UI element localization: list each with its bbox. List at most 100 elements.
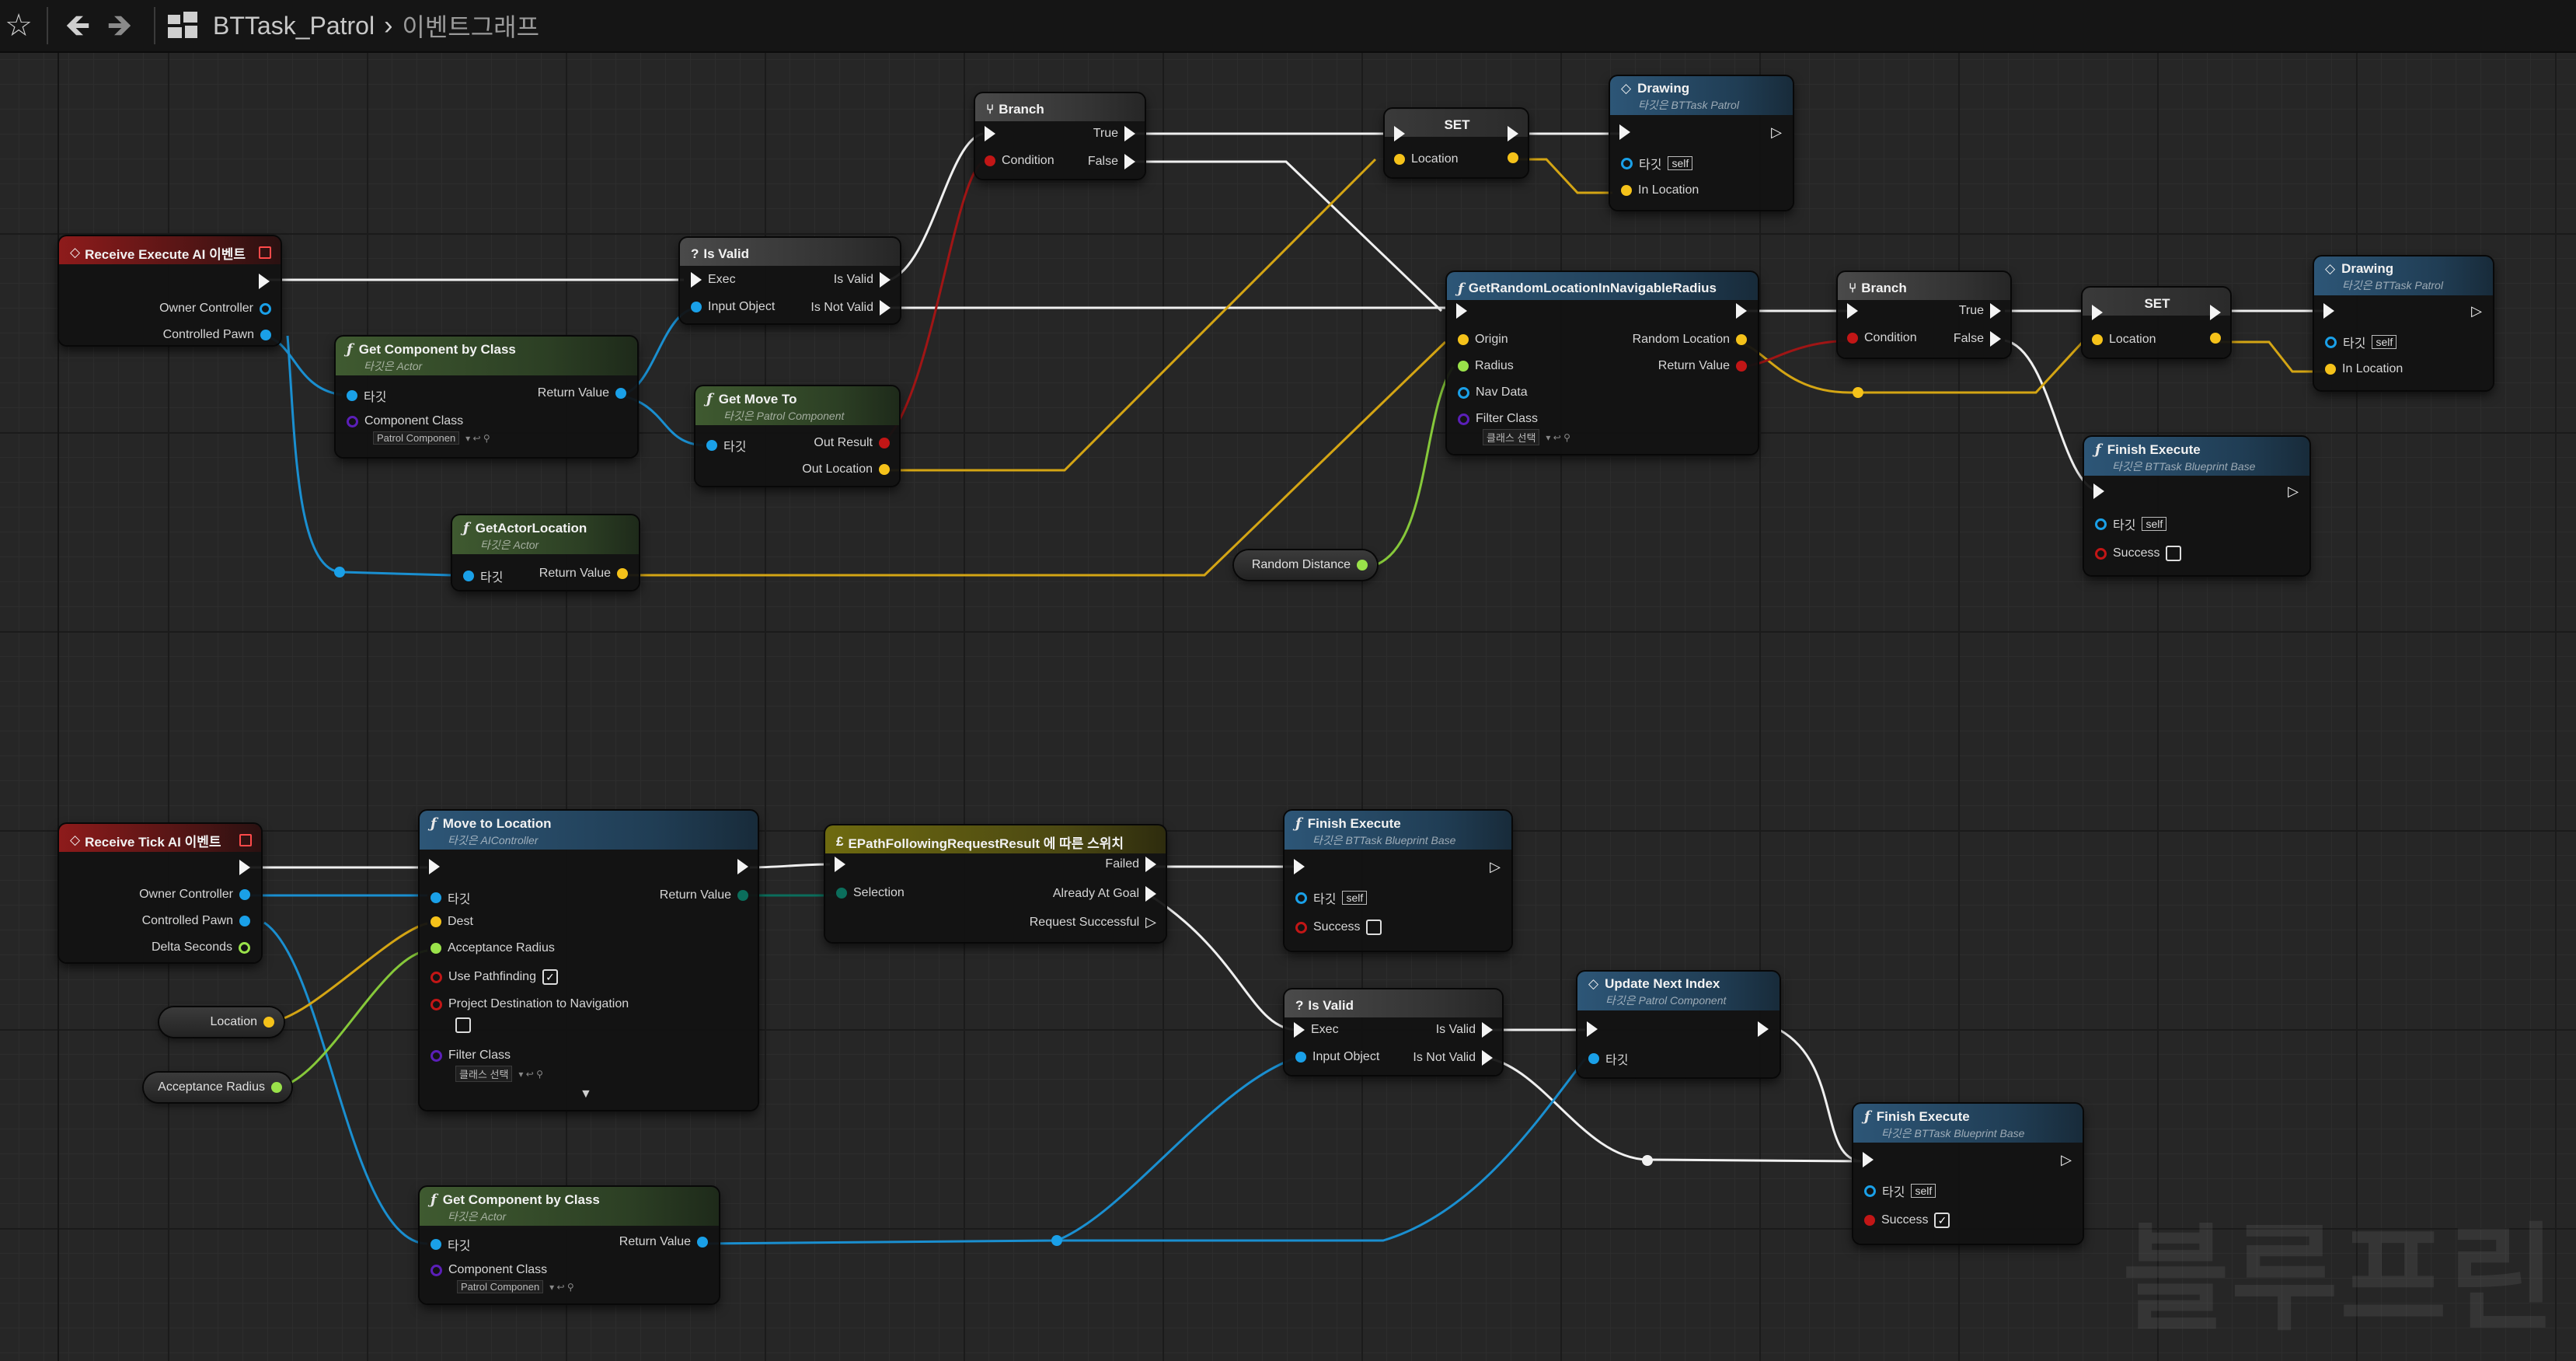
target-pin[interactable]: 타깃 [1588,1049,1628,1068]
get-random-location-node[interactable]: ƒ GetRandomLocationInNavigableRadius Ori… [1447,272,1758,454]
true-out-pin[interactable]: True [1959,303,2001,319]
switch-on-path-result-node[interactable]: £ EPathFollowingRequestResult 에 따른 스위치 F… [825,825,1166,942]
use-pathfinding-pin[interactable]: Use Pathfinding✓ [430,969,558,985]
exec-in-pin[interactable] [1619,124,1630,140]
exec-in-pin[interactable] [2093,483,2104,499]
exec-in-pin[interactable] [985,126,995,141]
star-icon[interactable]: ☆ [5,9,33,43]
success-checkbox[interactable] [1366,920,1382,935]
success-pin[interactable]: Success [1295,920,1382,935]
acceptance-radius-variable[interactable]: Acceptance Radius [144,1073,291,1102]
out-result-pin[interactable]: Out Result [814,436,890,450]
input-object-pin[interactable]: Input Object [1295,1050,1379,1064]
reroute-node[interactable] [1642,1155,1653,1166]
return-value-pin[interactable]: Return Value [539,567,628,581]
project-destination-pin[interactable]: Project Destination to Navigation [430,997,629,1011]
exec-out-pin[interactable] [2210,305,2221,320]
already-at-goal-out-pin[interactable]: Already At Goal [1053,886,1156,902]
float-pin[interactable] [1357,560,1368,571]
location-out-pin[interactable] [1508,152,1518,163]
reroute-node[interactable] [1051,1235,1062,1246]
target-pin[interactable]: 타깃 [706,436,746,455]
true-out-pin[interactable]: True [1093,126,1135,141]
controlled-pawn-pin[interactable]: Controlled Pawn [142,914,250,928]
false-out-pin[interactable]: False [1088,154,1135,169]
random-distance-variable[interactable]: Random Distance [1234,550,1377,580]
return-value-pin[interactable]: Return Value [538,386,626,400]
is-valid-node[interactable]: ? Is Valid Exec Is Valid Input Object Is… [1285,989,1502,1075]
target-pin[interactable]: 타깃 [430,1235,470,1254]
exec-out-pin[interactable]: ▷ [2471,303,2482,319]
exec-in-pin[interactable]: Exec [1294,1022,1339,1038]
graph-canvas[interactable] [0,53,2576,1361]
target-pin[interactable]: 타깃 [463,567,503,585]
branch-node[interactable]: ⑂ Branch True Condition False [1838,272,2010,358]
is-not-valid-out-pin[interactable]: Is Not Valid [810,300,891,316]
exec-in-pin[interactable] [1294,859,1305,874]
exec-in-pin[interactable] [835,857,845,872]
success-pin[interactable]: Success [2095,546,2182,561]
in-location-pin[interactable]: In Location [1621,183,1699,197]
exec-in-pin[interactable] [1847,303,1858,319]
reroute-node[interactable] [1853,387,1863,398]
radius-pin[interactable]: Radius [1458,359,1514,373]
exec-in-pin[interactable] [1394,126,1405,141]
return-value-pin[interactable]: Return Value [660,888,748,902]
request-successful-out-pin[interactable]: Request Successful▷ [1030,914,1156,930]
random-location-pin[interactable]: Random Location [1633,333,1747,347]
acceptance-radius-pin[interactable]: Acceptance Radius [430,941,555,955]
target-pin[interactable]: 타깃 [430,888,470,907]
is-not-valid-out-pin[interactable]: Is Not Valid [1413,1050,1493,1066]
breadcrumb-asset[interactable]: BTTask_Patrol [213,11,375,40]
exec-in-pin[interactable] [2323,303,2334,319]
exec-in-pin[interactable] [1456,303,1467,319]
success-checkbox[interactable] [2166,546,2182,561]
project-destination-checkbox[interactable] [455,1017,471,1033]
receive-tick-ai-node[interactable]: ◇ Receive Tick AI 이벤트 Owner Controller C… [59,824,261,962]
owner-controller-pin[interactable]: Owner Controller [139,888,250,902]
false-out-pin[interactable]: False [1954,331,2001,347]
exec-out-pin[interactable]: ▷ [1771,124,1782,141]
filter-class-dropdown[interactable]: 클래스 선택▾ ↩ ⚲ [455,1066,543,1082]
return-value-pin[interactable]: Return Value [619,1235,708,1249]
filter-class-dropdown[interactable]: 클래스 선택▾ ↩ ⚲ [1483,429,1570,445]
set-location-node[interactable]: SET Location [1385,109,1528,177]
exec-in-pin[interactable] [1587,1021,1598,1037]
input-object-pin[interactable]: Input Object [691,300,775,314]
location-out-pin[interactable] [2210,333,2221,344]
exec-out-pin[interactable] [239,860,250,875]
exec-out-pin[interactable] [1508,126,1518,141]
filter-class-pin[interactable]: Filter Class [1458,412,1538,426]
success-pin[interactable]: Success✓ [1864,1213,1950,1228]
return-value-pin[interactable]: Return Value [1658,359,1747,373]
failed-out-pin[interactable]: Failed [1105,857,1156,872]
delta-seconds-pin[interactable]: Delta Seconds [152,940,250,954]
back-arrow-icon[interactable]: 🡸 [64,9,91,43]
nav-data-pin[interactable]: Nav Data [1458,386,1528,400]
expand-advanced-icon[interactable]: ▼ [580,1087,592,1101]
controlled-pawn-pin[interactable]: Controlled Pawn [163,328,271,342]
exec-out-pin[interactable]: ▷ [1490,859,1501,875]
component-class-pin[interactable]: Component Class [430,1263,547,1277]
exec-in-pin[interactable]: Exec [691,272,736,288]
component-class-dropdown[interactable]: Patrol Componen▾ ↩ ⚲ [457,1280,574,1293]
update-next-index-node[interactable]: ◇Update Next Index 타깃은 Patrol Component … [1577,972,1779,1077]
owner-controller-pin[interactable]: Owner Controller [159,302,271,316]
exec-out-pin[interactable] [259,274,270,289]
in-location-pin[interactable]: In Location [2325,362,2403,376]
condition-pin[interactable]: Condition [985,154,1054,168]
exec-out-pin[interactable] [1736,303,1747,319]
branch-node[interactable]: ⑂ Branch True Condition False [975,93,1145,179]
vector-pin[interactable] [263,1017,274,1028]
